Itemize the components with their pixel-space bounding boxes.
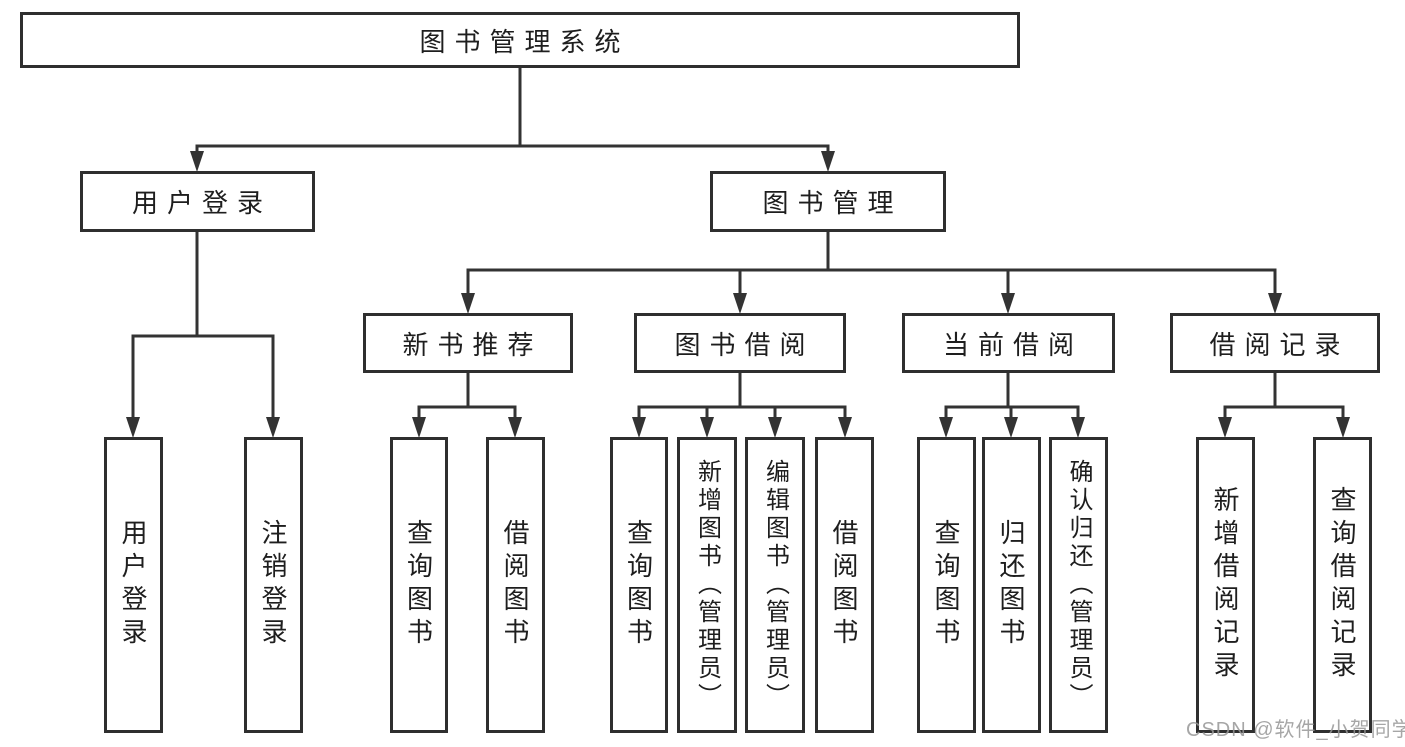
leaf-query-books-under-borrowing: 查询图书 bbox=[610, 437, 668, 733]
node-current-borrowing: 当前借阅 bbox=[902, 313, 1115, 373]
leaf-add-borrow-record: 新增借阅记录 bbox=[1196, 437, 1255, 733]
node-library-management-system: 图书管理系统 bbox=[20, 12, 1020, 68]
arrowheads bbox=[126, 151, 1350, 438]
arrowhead bbox=[1071, 417, 1085, 438]
arrowhead bbox=[700, 417, 714, 438]
node-book-management: 图书管理 bbox=[710, 171, 946, 232]
arrowhead bbox=[1268, 293, 1282, 314]
leaf-borrow-books-under-recommendation: 借阅图书 bbox=[486, 437, 545, 733]
arrowhead bbox=[768, 417, 782, 438]
arrowhead bbox=[1218, 417, 1232, 438]
leaf-query-borrow-record: 查询借阅记录 bbox=[1313, 437, 1372, 733]
arrowhead bbox=[508, 417, 522, 438]
node-new-book-recommendation: 新书推荐 bbox=[363, 313, 573, 373]
leaf-edit-books-admin: 编辑图书（管理员） bbox=[745, 437, 805, 733]
arrowhead bbox=[838, 417, 852, 438]
leaf-logout: 注销登录 bbox=[244, 437, 303, 733]
arrowhead bbox=[821, 151, 835, 172]
leaf-confirm-return-admin: 确认归还（管理员） bbox=[1049, 437, 1108, 733]
arrowhead bbox=[939, 417, 953, 438]
arrowhead bbox=[412, 417, 426, 438]
arrowhead bbox=[1004, 417, 1018, 438]
node-user-login: 用户登录 bbox=[80, 171, 315, 232]
arrowhead bbox=[126, 417, 140, 438]
arrowhead bbox=[266, 417, 280, 438]
leaf-query-books-under-current: 查询图书 bbox=[917, 437, 976, 733]
leaf-return-books: 归还图书 bbox=[982, 437, 1041, 733]
arrowhead bbox=[733, 293, 747, 314]
leaf-borrow-books-under-borrowing: 借阅图书 bbox=[815, 437, 874, 733]
node-borrowing-records: 借阅记录 bbox=[1170, 313, 1380, 373]
csdn-watermark: CSDN @软件_小贺同学 bbox=[1186, 719, 1405, 741]
arrowhead bbox=[1001, 293, 1015, 314]
arrowhead bbox=[461, 293, 475, 314]
arrowhead bbox=[190, 151, 204, 172]
leaf-add-books-admin: 新增图书（管理员） bbox=[677, 437, 737, 733]
arrowhead bbox=[632, 417, 646, 438]
node-book-borrowing: 图书借阅 bbox=[634, 313, 846, 373]
leaf-query-books-under-recommendation: 查询图书 bbox=[390, 437, 448, 733]
leaf-user-login: 用户登录 bbox=[104, 437, 163, 733]
arrowhead bbox=[1336, 417, 1350, 438]
tree-edges bbox=[131, 68, 1345, 420]
